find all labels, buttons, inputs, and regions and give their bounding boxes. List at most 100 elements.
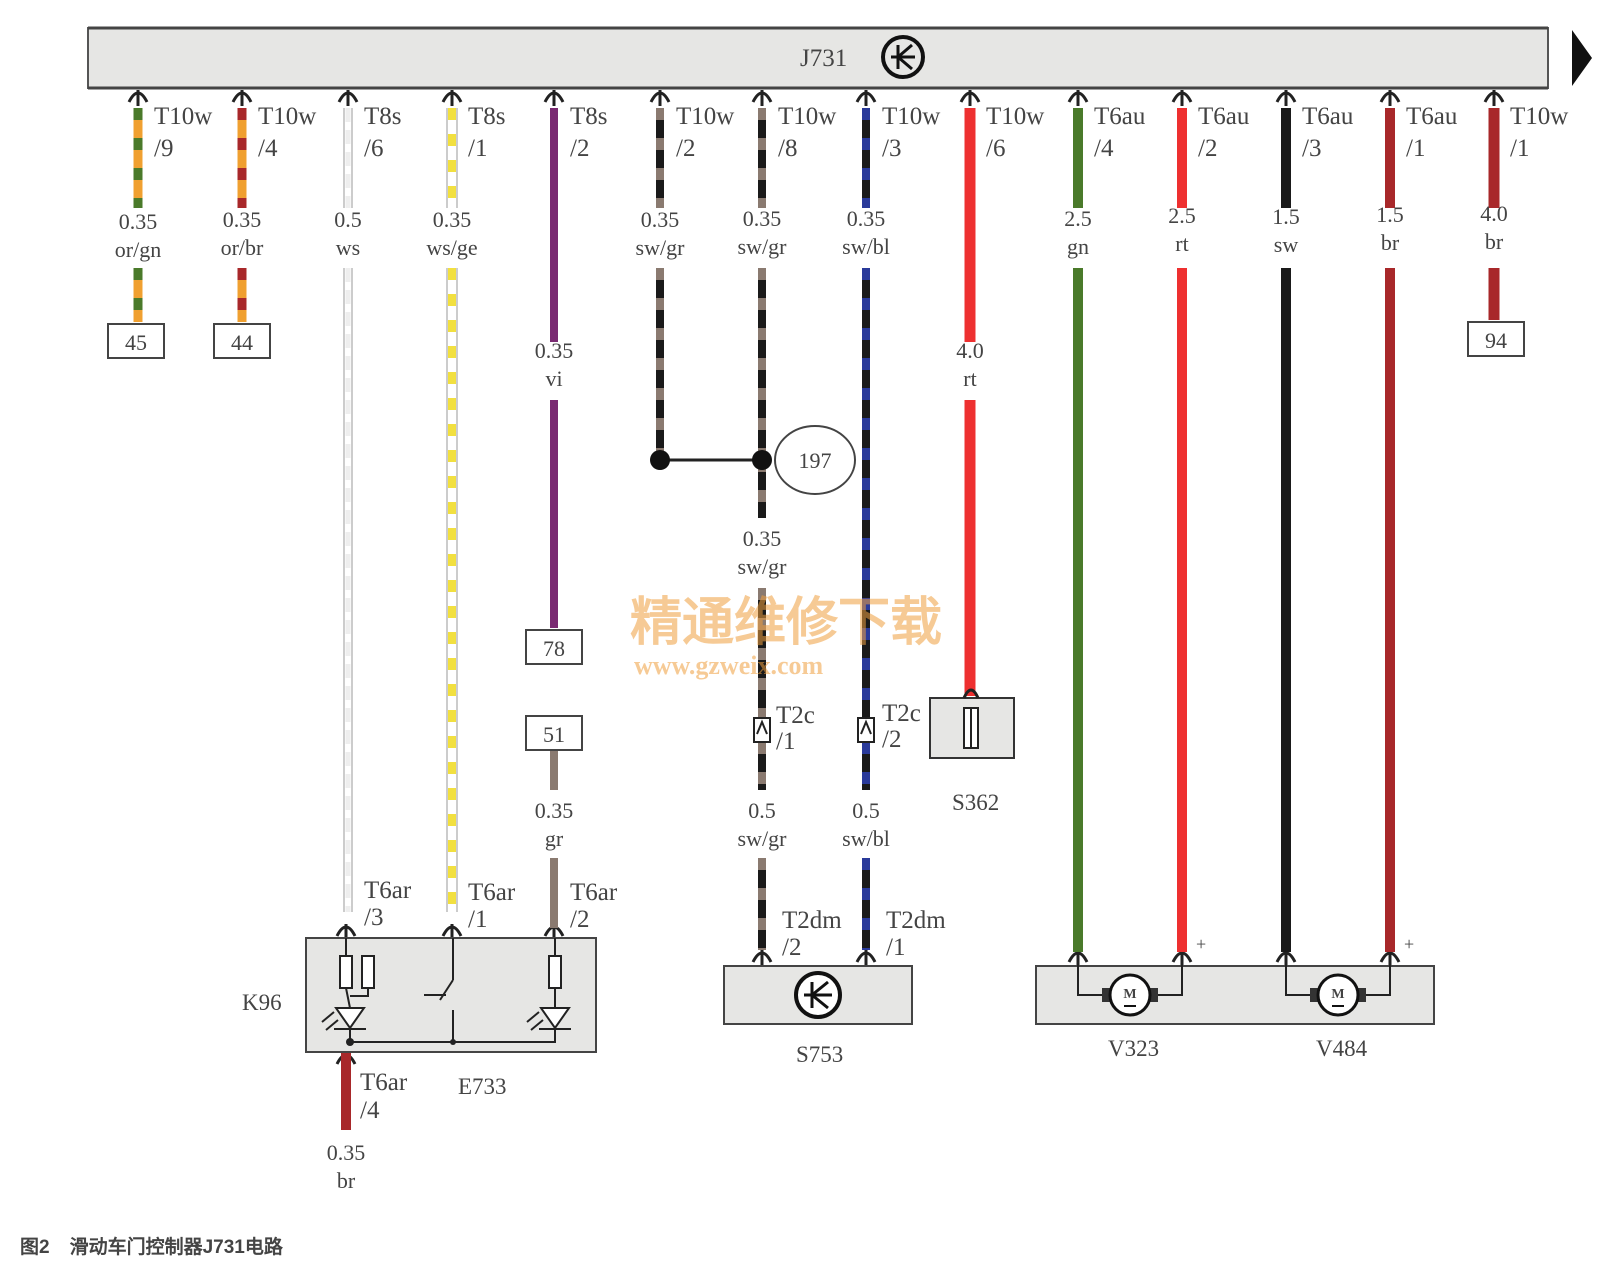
- plus-sign-v484: +: [1404, 934, 1414, 954]
- pin-p5-mid-color: vi: [545, 366, 562, 391]
- motor-v323-symbol: M: [1123, 987, 1136, 1002]
- pin-p8-conn: T10w: [882, 103, 940, 130]
- pin-p9-mid-gauge: 4.0: [956, 338, 984, 363]
- t6ar-2-conn: T6ar: [570, 879, 618, 906]
- ref-box-44-label: 44: [231, 330, 253, 355]
- pin-p9-conn: T10w: [986, 103, 1044, 130]
- pin-p4-num: /1: [468, 135, 487, 162]
- junction-gauge: 0.35: [743, 526, 782, 551]
- pin-p12-conn: T6au: [1302, 103, 1354, 130]
- pin-p4-conn: T8s: [468, 103, 506, 130]
- t2c-1-color: sw/gr: [738, 826, 788, 851]
- switch-icon: [424, 938, 456, 1045]
- pin-p2-num: /4: [258, 135, 278, 162]
- pin-p3-gauge: 0.5: [334, 207, 362, 232]
- pin-p12-num: /3: [1302, 135, 1321, 162]
- connector-pin-icon: [441, 90, 463, 106]
- plus-sign-v323: +: [1196, 934, 1206, 954]
- pin-p1-gauge: 0.35: [119, 209, 158, 234]
- t2dm-2-conn: T2dm: [782, 907, 842, 934]
- motor-icon: M: [1310, 973, 1366, 1017]
- connector-pin-icon: [1171, 90, 1193, 106]
- pin-p14-color: br: [1485, 229, 1504, 254]
- connector-pin-icon: [1067, 90, 1089, 106]
- t6ar-3-conn: T6ar: [364, 877, 412, 904]
- pin-p7-conn: T10w: [778, 103, 836, 130]
- junction-label: 197: [799, 448, 832, 473]
- watermark-title: 精通维修下载: [630, 594, 942, 652]
- pin-p11-color: rt: [1175, 231, 1188, 256]
- wire-p4-seg0: [446, 108, 458, 208]
- pin-p5-conn: T8s: [570, 103, 608, 130]
- t2c-1-pin: /1: [776, 728, 795, 755]
- ref-box-78: 78: [525, 629, 583, 665]
- connector-t2c-2: T2c /2: [857, 700, 921, 753]
- ref51-color: gr: [545, 826, 564, 851]
- figure-title: 滑动车门控制器J731电路: [69, 1237, 283, 1258]
- t2c-2-gauge: 0.5: [852, 798, 880, 823]
- t6ar-2-pin: /2: [570, 906, 589, 933]
- motor-v484-symbol: M: [1331, 987, 1344, 1002]
- pin-p10-color: gn: [1067, 234, 1089, 259]
- pin-p10-conn: T6au: [1094, 103, 1146, 130]
- s753-label: S753: [796, 1042, 843, 1067]
- connector-pin-icon: [1483, 90, 1505, 106]
- connector-pin-icon: [337, 90, 359, 106]
- t6ar-1-conn: T6ar: [468, 879, 516, 906]
- transistor-switch-icon: [881, 35, 925, 79]
- connector-pin-icon: [751, 950, 773, 966]
- pin-p3-num: /6: [364, 135, 383, 162]
- module-j731: J731: [87, 26, 1592, 90]
- pin-p8-num: /3: [882, 135, 901, 162]
- ref-box-45: 45: [107, 323, 165, 359]
- ref-box-51-label: 51: [543, 722, 565, 747]
- ref-box-94: 94: [1467, 321, 1525, 357]
- motor-v323-label: V323: [1108, 1036, 1159, 1061]
- t2c-1-conn: T2c: [776, 702, 815, 729]
- component-s753: S753 T2dm /2 T2dm /1: [723, 907, 946, 1067]
- arrow-right-icon: [1572, 30, 1592, 86]
- connector-pin-icon: [649, 90, 671, 106]
- connector-pin-icon: [751, 90, 773, 106]
- t2dm-1-conn: T2dm: [886, 907, 946, 934]
- pin-p13-num: /1: [1406, 135, 1425, 162]
- pin-p4-color: ws/ge: [426, 235, 477, 260]
- pin-p7-color: sw/gr: [738, 234, 788, 259]
- pin-p8-color: sw/bl: [842, 234, 890, 259]
- pin-p1-conn: T10w: [154, 103, 212, 130]
- motor-icon: M: [1102, 973, 1158, 1017]
- component-motors: M M + + V323 V484: [1035, 934, 1435, 1061]
- t6ar-3-pin: /3: [364, 904, 383, 931]
- t6ar-4-color: br: [337, 1168, 356, 1193]
- pin-p6-gauge: 0.35: [641, 207, 680, 232]
- junction-197: 197: [650, 425, 856, 495]
- pin-p14-num: /1: [1510, 135, 1529, 162]
- pin-p2-color: or/br: [221, 235, 264, 260]
- pin-p13-color: br: [1381, 230, 1400, 255]
- ref-box-94-label: 94: [1485, 328, 1507, 353]
- wire-p4-seg1: [446, 268, 458, 912]
- t2c-1-gauge: 0.5: [748, 798, 776, 823]
- pin-p6-conn: T10w: [676, 103, 734, 130]
- t6ar-4-conn: T6ar: [360, 1069, 408, 1096]
- pin-p14-conn: T10w: [1510, 103, 1568, 130]
- module-name: J731: [800, 45, 847, 72]
- pin-p7-num: /8: [778, 135, 797, 162]
- fuse-s362: S362: [929, 688, 1015, 815]
- t2c-2-color: sw/bl: [842, 826, 890, 851]
- connector-pin-icon: [1379, 90, 1401, 106]
- pin-p10-num: /4: [1094, 135, 1114, 162]
- pin-p6-num: /2: [676, 135, 695, 162]
- component-k96: K96 E733 T6ar /3 T6ar /1 T6ar /2 T6ar /4…: [242, 877, 618, 1193]
- ref-box-44: 44: [213, 323, 271, 359]
- pin-p1-num: /9: [154, 135, 173, 162]
- pin-p8-gauge: 0.35: [847, 206, 886, 231]
- connector-pin-icon: [127, 90, 149, 106]
- pin-p14-gauge: 4.0: [1480, 201, 1508, 226]
- connector-pin-icon: [543, 90, 565, 106]
- wire-p3-seg0: [343, 108, 353, 208]
- t2c-2-conn: T2c: [882, 700, 921, 727]
- transistor-switch-icon: [794, 971, 842, 1019]
